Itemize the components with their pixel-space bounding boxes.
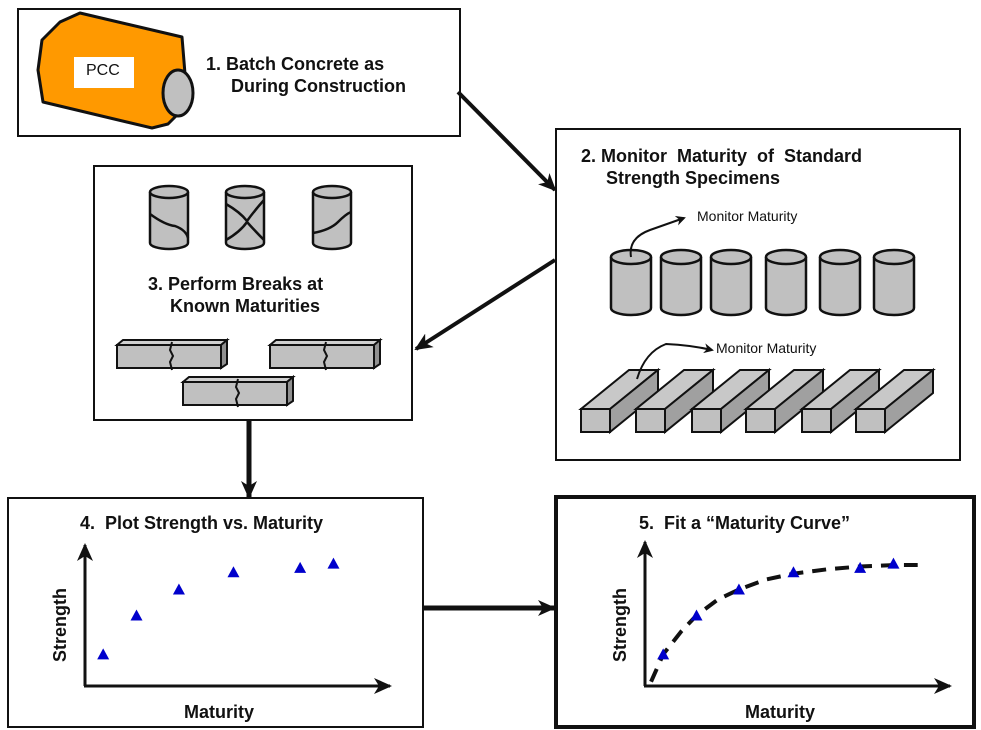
monitor-maturity-beams-label: Monitor Maturity (716, 340, 817, 356)
step-5-title: 5. Fit a “Maturity Curve” (639, 513, 851, 533)
standard-beams (578, 367, 936, 435)
data-point-marker (787, 566, 800, 578)
step-2-line2: Strength Specimens (606, 168, 781, 188)
data-point-marker (294, 561, 307, 573)
specimen-beam-icon (853, 367, 936, 435)
step-4-box (7, 497, 424, 728)
monitor-cylinder-arrow (629, 215, 686, 258)
broken-beam-icon (114, 337, 230, 371)
specimen-beam-icon (689, 367, 772, 435)
monitor-beam-arrow (636, 342, 714, 380)
drum-label-box (74, 57, 134, 88)
plot-4-y-label: Strength (50, 588, 70, 662)
step-5-box (554, 495, 976, 729)
broken-cylinders (148, 184, 353, 251)
concrete-drum-icon (36, 11, 195, 130)
step-3-line1: Perform Breaks at (168, 274, 324, 294)
specimen-cylinder-icon (709, 248, 753, 317)
broken-beams (114, 337, 383, 408)
data-point-marker (327, 557, 340, 569)
broken-beam-icon (267, 337, 383, 371)
specimen-cylinder-icon (659, 248, 703, 317)
broken-beam-icon (180, 374, 296, 408)
step-2-number: 2. (581, 146, 597, 166)
step-1-line2: During Construction (231, 76, 406, 96)
data-point-marker (657, 648, 670, 660)
step-3-number: 3. (148, 274, 164, 294)
drum-label: PCC (86, 62, 120, 79)
step-1-title: 1. Batch Concrete as During Construction (206, 53, 406, 97)
specimen-cylinder-icon (872, 248, 916, 317)
step-3-line2: Known Maturities (170, 296, 321, 316)
broken-cylinder-icon (148, 184, 190, 251)
plot-maturity-curve (637, 540, 952, 694)
plot-strength-vs-maturity (77, 543, 392, 694)
arrow-1-to-2 (456, 90, 557, 192)
fit-curve (649, 563, 918, 683)
data-point-marker (227, 566, 240, 578)
standard-cylinders (609, 248, 916, 317)
data-point-marker (732, 583, 745, 595)
arrow-2-to-3 (414, 258, 557, 351)
data-point-marker (172, 583, 185, 595)
broken-cylinder-icon (224, 184, 266, 251)
plot-5-y-label: Strength (610, 588, 630, 662)
specimen-cylinder-icon (818, 248, 862, 317)
broken-cylinder-icon (311, 184, 353, 251)
step-4-title: 4. Plot Strength vs. Maturity (80, 513, 324, 533)
step-1-line1: Batch Concrete as (226, 54, 385, 74)
data-point-marker (854, 561, 867, 573)
specimen-cylinder-icon (609, 248, 653, 317)
data-point-marker (130, 609, 143, 621)
step-1-number: 1. (206, 54, 222, 74)
data-point-marker (887, 557, 900, 569)
plot-5-x-label: Maturity (745, 702, 816, 722)
specimen-cylinder-icon (764, 248, 808, 317)
specimen-beam-icon (578, 367, 661, 435)
monitor-maturity-cylinders-label: Monitor Maturity (697, 208, 798, 224)
data-point-marker (97, 648, 110, 660)
step-2-line1: Monitor Maturity of Standard (601, 146, 863, 166)
data-point-marker (690, 609, 703, 621)
plot-4-x-label: Maturity (184, 702, 255, 722)
step-3-title: 3. Perform Breaks at Known Maturities (148, 273, 323, 317)
step-2-title: 2. Monitor Maturity of Standard Strength… (581, 145, 862, 189)
specimen-beam-icon (633, 367, 716, 435)
